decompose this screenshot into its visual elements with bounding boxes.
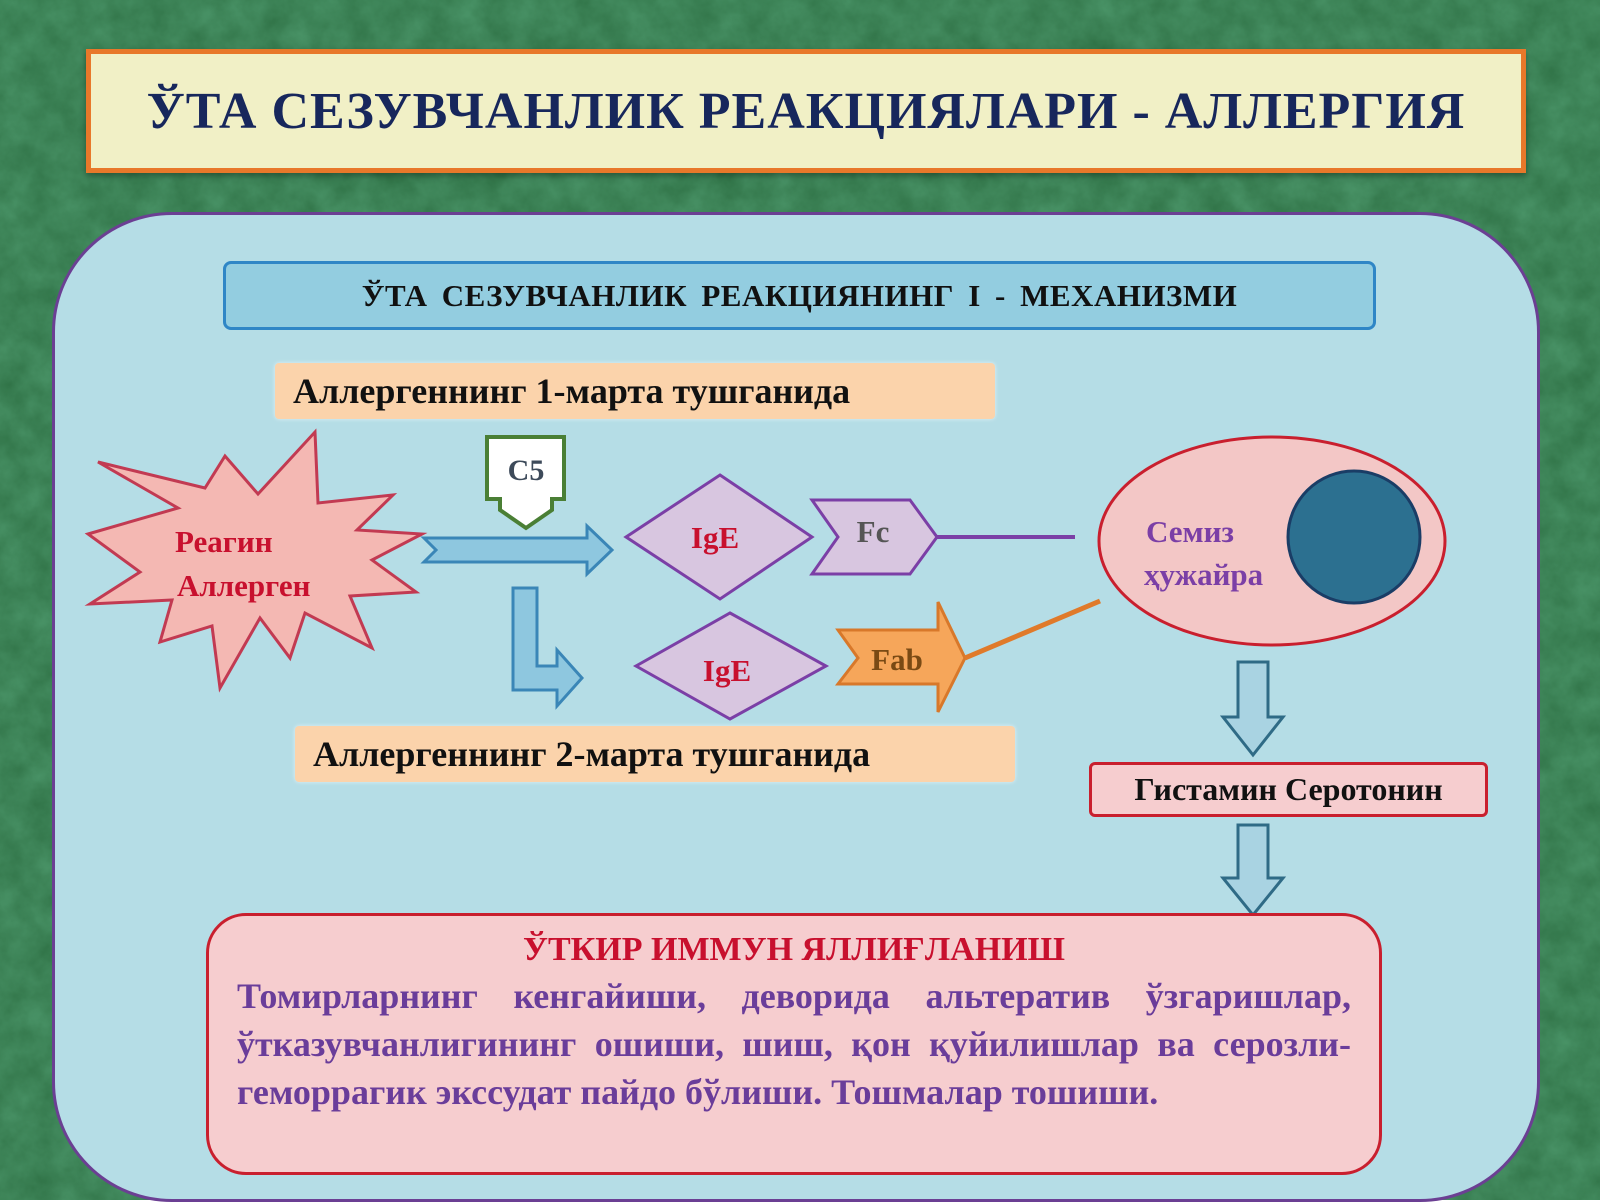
down-arrow-icon: [1219, 660, 1287, 758]
slide-title-bar: ЎТА СЕЗУВЧАНЛИК РЕАКЦИЯЛАРИ - АЛЛЕРГИЯ: [86, 49, 1526, 173]
outcome-heading: ЎТКИР ИММУН ЯЛЛИҒЛАНИШ: [523, 931, 1065, 968]
ige-bottom-diamond: [632, 611, 830, 721]
fc-pentagon: [809, 498, 939, 576]
allergen-label-line1: Реагин: [175, 524, 273, 559]
bent-arrow-icon: [511, 586, 585, 710]
fc-label: Fc: [857, 514, 890, 549]
fab-label: Fab: [871, 642, 923, 677]
slide-title: ЎТА СЕЗУВЧАНЛИК РЕАКЦИЯЛАРИ - АЛЛЕРГИЯ: [146, 82, 1466, 140]
allergen-starburst: [84, 428, 428, 693]
mechanism-title: ЎТА СЕЗУВЧАНЛИК РЕАКЦИЯНИНГ I - МЕХАНИЗМ…: [361, 277, 1238, 313]
allergen-label-line2: Аллерген: [177, 568, 311, 603]
first-exposure-label: Аллергеннинг 1-марта тушганида: [293, 371, 851, 411]
second-exposure-label: Аллергеннинг 2-марта тушганида: [313, 734, 871, 774]
outcome-box: ЎТКИР ИММУН ЯЛЛИҒЛАНИШ Томирларнинг кенг…: [206, 913, 1382, 1175]
c5-callout: [485, 435, 566, 531]
mediators-box: Гистамин Серотонин: [1089, 762, 1488, 817]
first-exposure-box: Аллергеннинг 1-марта тушганида: [275, 363, 995, 419]
mast-cell-nucleus: [1286, 469, 1422, 605]
mast-cell-label-line2: ҳужайра: [1144, 557, 1264, 592]
fab-arrow: [834, 601, 967, 713]
ige-bottom-label: IgE: [703, 653, 751, 688]
mediators-label: Гистамин Серотонин: [1134, 771, 1443, 807]
right-arrow-icon: [420, 522, 615, 578]
down-arrow-icon-2: [1219, 823, 1287, 918]
c5-label: C5: [508, 454, 545, 487]
outcome-description: Томирларнинг кенгайиши, деворида альтера…: [237, 976, 1351, 1112]
fab-connector-line: [964, 598, 1101, 661]
ige-top-diamond: [623, 473, 815, 601]
mast-cell-label-line1: Семиз: [1146, 514, 1234, 549]
mechanism-title-box: ЎТА СЕЗУВЧАНЛИК РЕАКЦИЯНИНГ I - МЕХАНИЗМ…: [223, 261, 1376, 330]
ige-top-label: IgE: [691, 520, 739, 555]
second-exposure-box: Аллергеннинг 2-марта тушганида: [295, 726, 1015, 782]
